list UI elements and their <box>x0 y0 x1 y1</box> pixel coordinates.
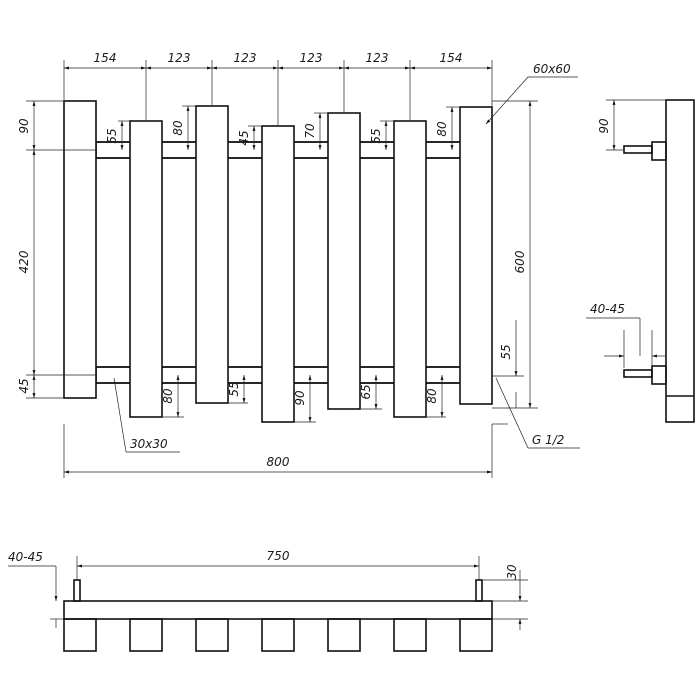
bottom-profile-7 <box>459 618 493 652</box>
dim-bar-top-6: 80 <box>435 121 449 137</box>
callouts: 60x60 30x30 G 1/2 <box>113 62 580 453</box>
front-view <box>63 100 493 423</box>
bottom-dim-30: 30 <box>505 564 519 580</box>
side-dim-offset: 40-45 <box>590 302 625 316</box>
dim-left-45: 45 <box>17 378 31 393</box>
dim-bar-bottom-5: 80 <box>425 388 439 404</box>
side-view: 90 40-45 <box>586 99 695 423</box>
bottom-dim-750: 750 <box>267 549 290 563</box>
profile-size-label: 60x60 <box>533 62 571 76</box>
profile-1 <box>63 100 97 399</box>
dim-top-5: 123 <box>366 51 389 65</box>
bottom-dim-offset: 40-45 <box>8 550 43 564</box>
bottom-profile-2 <box>129 618 163 652</box>
right-dimensions: 600 55 <box>492 100 538 409</box>
dim-top-2: 123 <box>168 51 191 65</box>
left-dimension-chain: 90 420 45 <box>17 100 96 399</box>
dim-overall-800: 800 <box>267 455 290 469</box>
side-dim-90: 90 <box>597 118 611 134</box>
side-top-fitting <box>651 141 667 161</box>
dim-bar-bottom-4: 65 <box>359 384 373 399</box>
thread-label: G 1/2 <box>532 433 564 447</box>
top-dimension-chain: 154 123 123 123 123 154 <box>63 51 493 125</box>
dim-left-420: 420 <box>17 250 31 273</box>
profile-5 <box>327 112 361 410</box>
dim-right-600: 600 <box>513 250 527 273</box>
profile-4 <box>261 125 295 423</box>
bottom-view: 750 40-45 30 <box>8 549 528 652</box>
profile-7 <box>459 106 493 405</box>
bottom-collector <box>63 600 493 620</box>
dim-bar-top-2: 80 <box>171 120 185 136</box>
overall-width-dimension: 800 <box>63 423 508 478</box>
side-top-valve <box>623 145 653 154</box>
dim-top-6: 154 <box>440 51 463 65</box>
side-bottom-valve <box>623 369 653 378</box>
dim-bar-top-1: 55 <box>105 128 119 143</box>
bottom-profile-5 <box>327 618 361 652</box>
dim-top-1: 154 <box>94 51 117 65</box>
bottom-right-valve <box>475 579 483 602</box>
pipe-size-label: 30x30 <box>130 437 168 451</box>
bottom-left-valve <box>73 579 81 602</box>
dim-top-4: 123 <box>300 51 323 65</box>
dim-right-55: 55 <box>499 344 513 359</box>
dim-bar-top-4: 70 <box>303 123 317 139</box>
dim-bar-top-5: 55 <box>369 128 383 143</box>
side-profile <box>665 99 695 423</box>
bottom-profile-4 <box>261 618 295 652</box>
dim-left-90: 90 <box>17 118 31 134</box>
profile-3 <box>195 105 229 404</box>
bar-bottom-dimensions: 80 55 90 65 80 <box>161 375 446 423</box>
dim-bar-bottom-3: 90 <box>293 390 307 406</box>
dim-bar-top-3: 45 <box>237 130 251 145</box>
dim-top-3: 123 <box>234 51 257 65</box>
bar-top-dimensions: 55 80 45 70 55 80 <box>105 105 460 150</box>
side-bottom-fitting <box>651 365 667 385</box>
bottom-profile-1 <box>63 618 97 652</box>
bottom-profile-3 <box>195 618 229 652</box>
dim-bar-bottom-2: 55 <box>227 381 241 396</box>
bottom-profile-6 <box>393 618 427 652</box>
profile-2 <box>129 120 163 418</box>
profile-6 <box>393 120 427 418</box>
dim-bar-bottom-1: 80 <box>161 388 175 404</box>
